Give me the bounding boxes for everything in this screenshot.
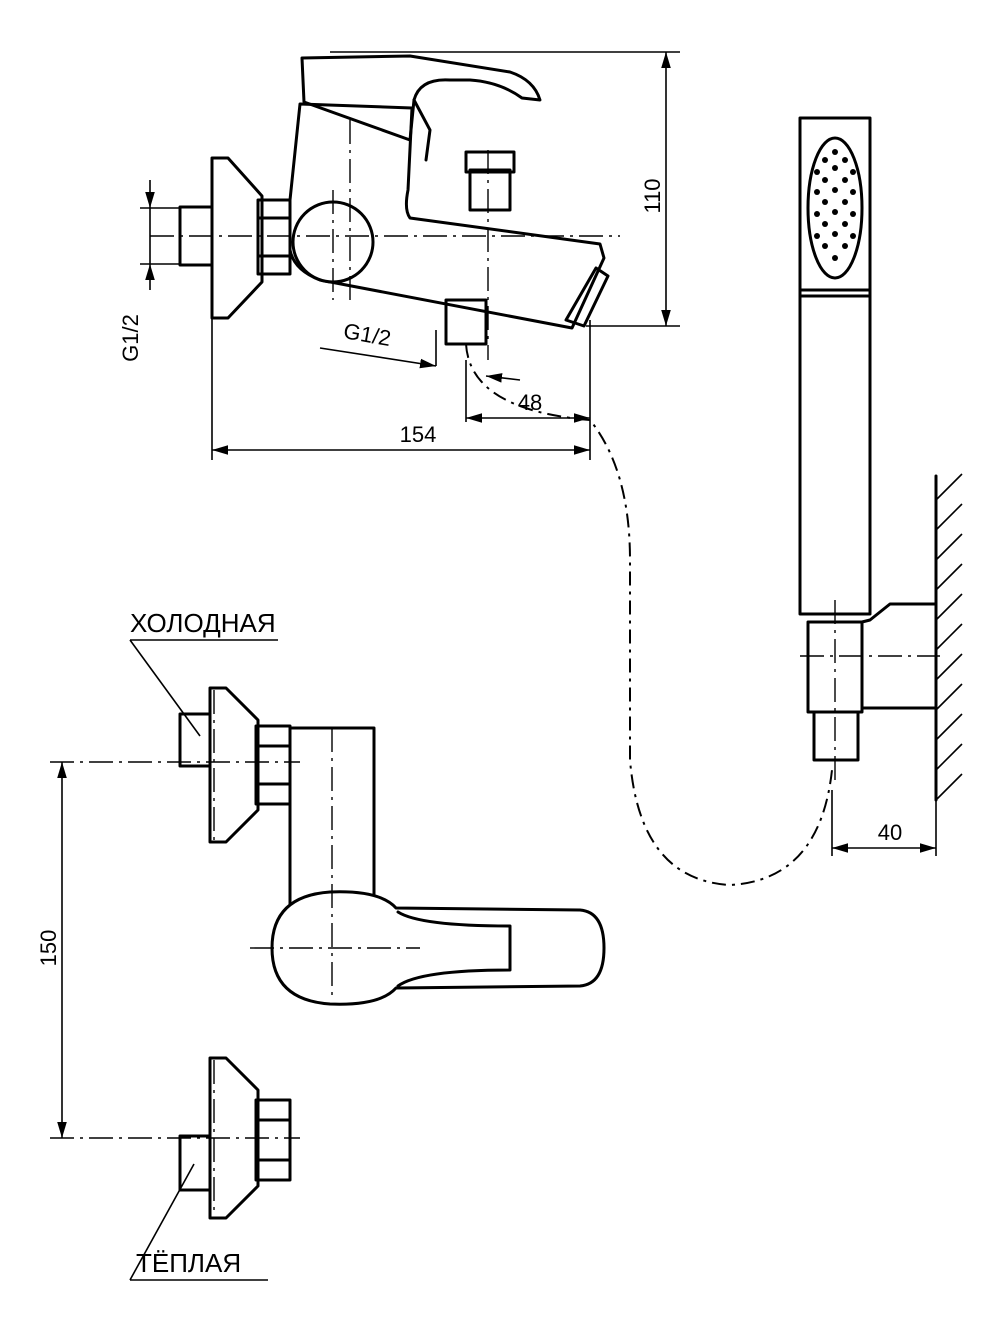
front-view: 150 ХОЛОДНАЯ ТЁПЛАЯ <box>36 608 606 1281</box>
cold-water-label: ХОЛОДНАЯ <box>130 608 276 638</box>
inlet-thread-dimension: G1/2 <box>118 314 143 362</box>
wall-offset-dimension: 40 <box>878 820 902 845</box>
outlet-thread-dimension: G1/2 <box>342 318 393 351</box>
length-dimension: 154 <box>400 422 437 447</box>
centers-dimension: 150 <box>36 930 61 967</box>
shower-hose <box>465 343 833 887</box>
side-view: 110 G1/2 G1/2 48 154 <box>118 51 680 460</box>
warm-water-label: ТЁПЛАЯ <box>136 1248 241 1278</box>
spout-offset-dimension: 48 <box>518 390 542 415</box>
shower-spray-holes <box>814 149 856 261</box>
hand-shower: 40 <box>798 116 963 856</box>
height-dimension: 110 <box>640 178 665 213</box>
